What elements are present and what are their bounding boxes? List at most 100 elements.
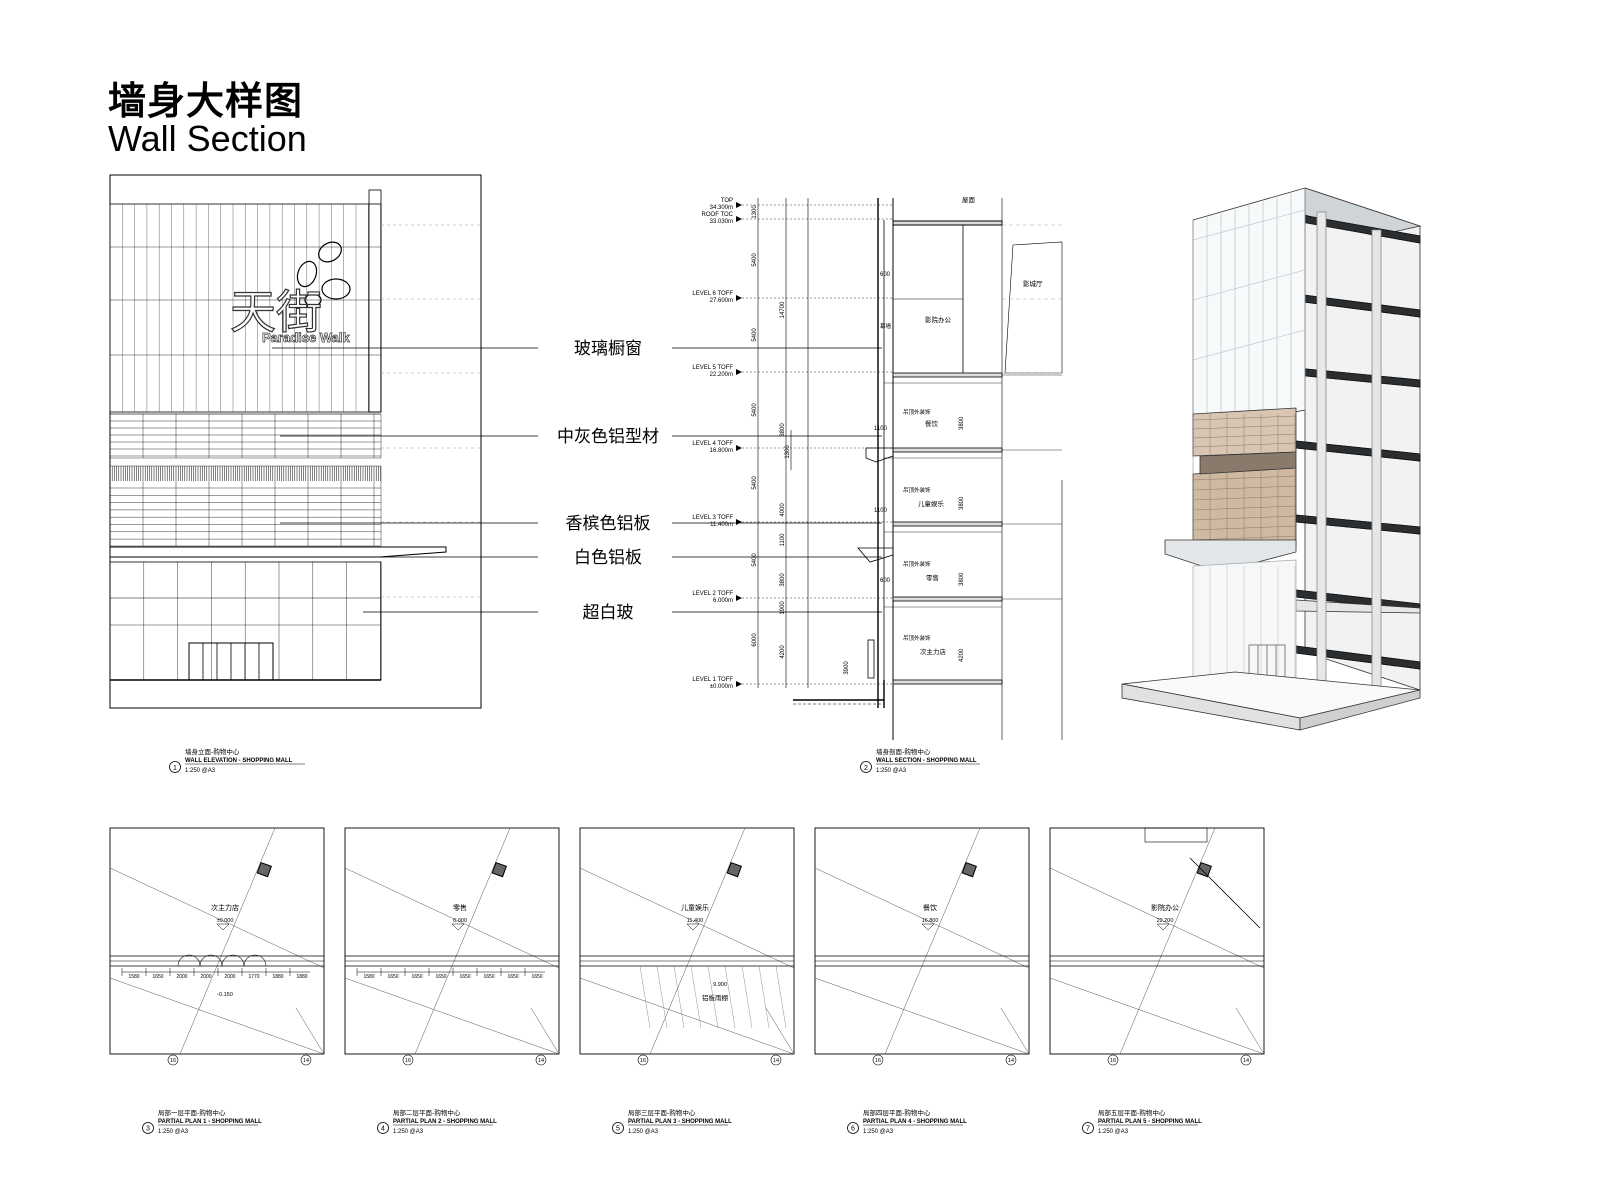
plan-dim: 1770 bbox=[248, 974, 259, 980]
plan-caption-en: PARTIAL PLAN 2 - SHOPPING MALL bbox=[393, 1119, 497, 1125]
svg-text:吊顶外装饰: 吊顶外装饰 bbox=[903, 408, 931, 416]
svg-text:3800: 3800 bbox=[959, 496, 965, 510]
svg-text:1100: 1100 bbox=[874, 508, 888, 514]
material-label: 中灰色铝型材 bbox=[557, 427, 659, 447]
svg-text:2: 2 bbox=[864, 765, 868, 772]
dimension-text: 5400 bbox=[752, 553, 758, 567]
svg-text:影城厅: 影城厅 bbox=[1023, 279, 1043, 288]
svg-text:3800: 3800 bbox=[959, 572, 965, 586]
caption-section: 2 墙身剖面-购物中心 WALL SECTION - SHOPPING MALL… bbox=[860, 747, 980, 774]
svg-text:吊顶外装饰: 吊顶外装饰 bbox=[903, 486, 931, 494]
plan-caption-en: PARTIAL PLAN 5 - SHOPPING MALL bbox=[1098, 1119, 1202, 1125]
plan-dim: 1880 bbox=[272, 974, 283, 980]
dimension-text: 1900 bbox=[780, 601, 786, 615]
plan-dim: 1650 bbox=[435, 974, 446, 980]
svg-text:儿童娱乐: 儿童娱乐 bbox=[918, 499, 945, 508]
plan-elev: 6.000 bbox=[453, 918, 467, 924]
svg-text:4: 4 bbox=[381, 1126, 385, 1133]
svg-text:吊顶外装饰: 吊顶外装饰 bbox=[903, 560, 931, 568]
grid-label: 16 bbox=[875, 1058, 881, 1064]
svg-text:餐饮: 餐饮 bbox=[925, 419, 939, 428]
logo bbox=[296, 241, 351, 307]
wall-elevation: 天街 Paradise Walk bbox=[109, 174, 482, 709]
plan-elev: 16.800 bbox=[922, 918, 939, 924]
level-elev: 11.400m bbox=[710, 522, 733, 528]
dimension-text: 5400 bbox=[752, 253, 758, 267]
plan-dim: 1650 bbox=[459, 974, 470, 980]
plan-elev2: 9.900 bbox=[713, 982, 727, 988]
svg-text:1: 1 bbox=[173, 765, 177, 772]
grid-label: 14 bbox=[773, 1058, 779, 1064]
plan-dim: 1580 bbox=[128, 974, 139, 980]
svg-text:吊顶外装饰: 吊顶外装饰 bbox=[903, 634, 931, 642]
dimension-text: 5400 bbox=[752, 476, 758, 490]
svg-text:1100: 1100 bbox=[874, 426, 888, 432]
svg-text:4200: 4200 bbox=[959, 648, 965, 662]
svg-text:屋面: 屋面 bbox=[962, 196, 976, 204]
plan-elev: ±0.000 bbox=[217, 918, 234, 924]
level-elev: 27.600m bbox=[710, 298, 733, 304]
plan-caption-en: PARTIAL PLAN 4 - SHOPPING MALL bbox=[863, 1119, 967, 1125]
svg-text:1:250 @A3: 1:250 @A3 bbox=[876, 768, 907, 774]
level-name: ROOF TOC bbox=[702, 212, 734, 218]
dimension-text: 4000 bbox=[780, 503, 786, 517]
caption-elevation: 1 墙身立面-购物中心 WALL ELEVATION - SHOPPING MA… bbox=[169, 747, 305, 774]
plan-caption-en: PARTIAL PLAN 1 - SHOPPING MALL bbox=[158, 1119, 262, 1125]
plan-dim: 2000 bbox=[200, 974, 211, 980]
dimension-text: 14700 bbox=[780, 301, 786, 318]
svg-text:影院办公: 影院办公 bbox=[925, 315, 952, 324]
svg-text:墙身立面-购物中心: 墙身立面-购物中心 bbox=[185, 747, 240, 756]
dimension-text: 1300 bbox=[785, 445, 791, 459]
level-name: LEVEL 2 TOFF bbox=[692, 591, 733, 597]
plan-room: 次主力店 bbox=[211, 903, 239, 912]
level-elev: 16.800m bbox=[710, 448, 733, 454]
section-dims: 1300540014700540054003800130054004000540… bbox=[752, 205, 850, 675]
dimension-text: 1300 bbox=[752, 205, 758, 219]
grid-label: 16 bbox=[170, 1058, 176, 1064]
level-name: LEVEL 4 TOFF bbox=[692, 441, 733, 447]
dimension-text: 6000 bbox=[752, 633, 758, 647]
level-name: LEVEL 1 TOFF bbox=[692, 677, 733, 683]
plan-caption-scale: 1:250 @A3 bbox=[1098, 1129, 1129, 1135]
svg-text:WALL SECTION - SHOPPING MALL: WALL SECTION - SHOPPING MALL bbox=[876, 758, 977, 764]
page-title-en: Wall Section bbox=[108, 118, 307, 159]
svg-text:600: 600 bbox=[880, 272, 891, 278]
plan-elev: 11.400 bbox=[687, 918, 703, 924]
plan-dim: 1880 bbox=[296, 974, 307, 980]
material-labels: 玻璃橱窗 中灰色铝型材 香槟色铝板 白色铝板 超白玻 bbox=[557, 339, 659, 623]
level-elev: 34.300m bbox=[710, 205, 733, 211]
dimension-text: 3800 bbox=[780, 573, 786, 587]
grid-label: 16 bbox=[1110, 1058, 1116, 1064]
svg-text:1:250 @A3: 1:250 @A3 bbox=[185, 768, 216, 774]
plan-dim: 1650 bbox=[507, 974, 518, 980]
plan-canopy: 铝板雨棚 bbox=[702, 993, 729, 1002]
material-label: 香槟色铝板 bbox=[566, 514, 651, 534]
plan-room: 儿童娱乐 bbox=[681, 903, 709, 912]
wall-section bbox=[757, 198, 1063, 740]
plan-caption-cn: 局部一层平面-购物中心 bbox=[158, 1108, 226, 1117]
grid-label: 14 bbox=[1008, 1058, 1014, 1064]
svg-text:6: 6 bbox=[851, 1126, 855, 1133]
material-label: 玻璃橱窗 bbox=[574, 339, 642, 359]
level-elev: ±0.000m bbox=[710, 684, 733, 690]
material-leaders bbox=[272, 347, 882, 613]
plan-caption-scale: 1:250 @A3 bbox=[393, 1129, 424, 1135]
dimension-text: 4200 bbox=[780, 645, 786, 659]
svg-text:3800: 3800 bbox=[959, 416, 965, 430]
plan-dim: 1650 bbox=[411, 974, 422, 980]
dimension-text: 3800 bbox=[780, 423, 786, 437]
page-title-cn: 墙身大样图 bbox=[108, 79, 304, 123]
plan-dim: 1650 bbox=[531, 974, 542, 980]
svg-text:次主力店: 次主力店 bbox=[920, 647, 947, 656]
plan-room: 餐饮 bbox=[923, 903, 937, 912]
svg-text:3: 3 bbox=[146, 1126, 150, 1133]
plan-dim: 2000 bbox=[176, 974, 187, 980]
svg-text:墙身剖面-购物中心: 墙身剖面-购物中心 bbox=[876, 747, 931, 756]
material-label: 白色铝板 bbox=[574, 548, 642, 568]
level-elev: 6.000m bbox=[713, 598, 733, 604]
